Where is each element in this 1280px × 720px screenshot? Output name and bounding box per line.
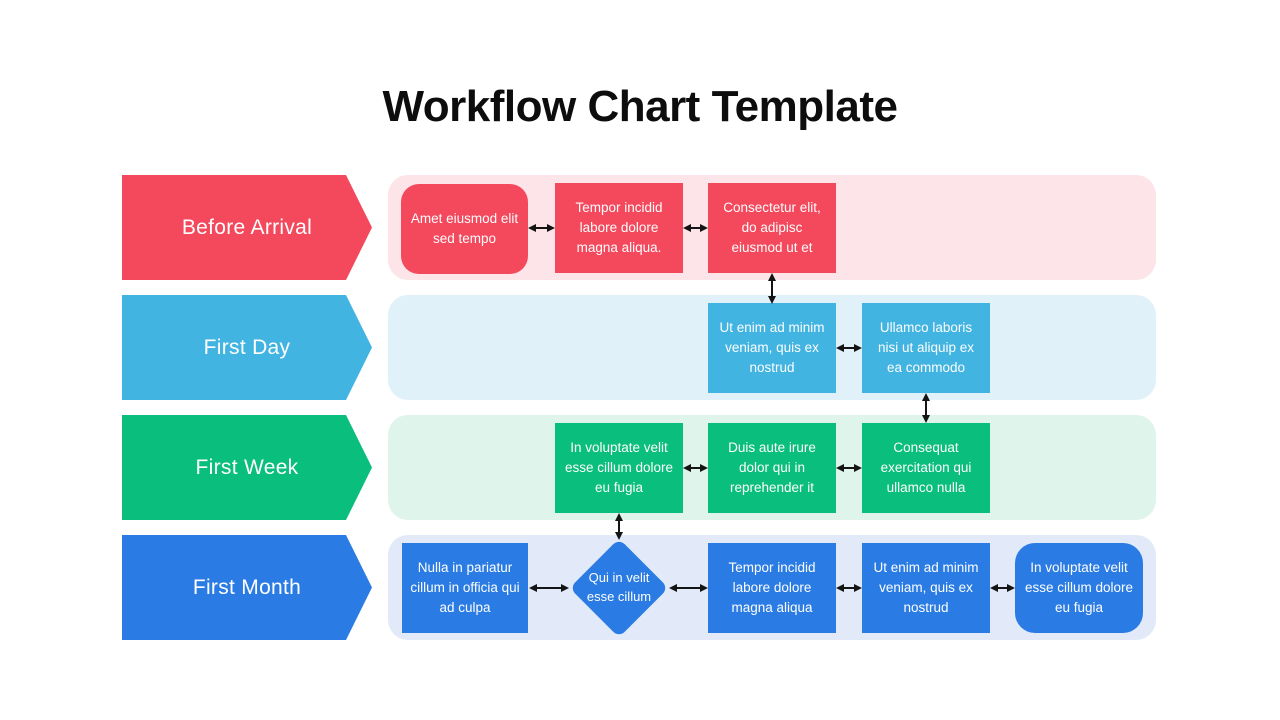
workflow-step: In voluptate velit esse cillum dolore eu… <box>1015 543 1143 633</box>
double-arrow-icon <box>683 463 708 472</box>
double-arrow-icon <box>836 463 862 472</box>
row-label-first-day: First Day <box>122 295 372 400</box>
workflow-step: In voluptate velit esse cillum dolore eu… <box>555 423 683 513</box>
double-arrow-icon <box>529 583 569 592</box>
workflow-step: Consequat exercitation qui ullamco nulla <box>862 423 990 513</box>
workflow-step: Tempor incidid labore dolore magna aliqu… <box>555 183 683 273</box>
workflow-step: Ut enim ad minim veniam, quis ex nostrud <box>862 543 990 633</box>
double-arrow-vertical-icon <box>767 273 776 304</box>
double-arrow-icon <box>836 583 862 592</box>
row-label-text: First Day <box>203 335 291 359</box>
workflow-step: Amet eiusmod elit sed tempo <box>401 184 528 274</box>
workflow-step: Ullamco laboris nisi ut aliquip ex ea co… <box>862 303 990 393</box>
workflow-step: Ut enim ad minim veniam, quis ex nostrud <box>708 303 836 393</box>
double-arrow-vertical-icon <box>614 513 623 540</box>
double-arrow-icon <box>528 223 555 232</box>
workflow-step: Nulla in pariatur cillum in officia qui … <box>402 543 528 633</box>
row-label-text: First Week <box>195 455 299 479</box>
double-arrow-icon <box>683 223 708 232</box>
double-arrow-icon <box>990 583 1015 592</box>
workflow-step: Tempor incidid labore dolore magna aliqu… <box>708 543 836 633</box>
row-label-first-month: First Month <box>122 535 372 640</box>
row-label-before-arrival: Before Arrival <box>122 175 372 280</box>
double-arrow-icon <box>669 583 708 592</box>
workflow-step: Duis aute irure dolor qui in reprehender… <box>708 423 836 513</box>
row-label-first-week: First Week <box>122 415 372 520</box>
row-label-text: Before Arrival <box>181 215 313 239</box>
double-arrow-icon <box>836 343 862 352</box>
double-arrow-vertical-icon <box>921 393 930 423</box>
page-title: Workflow Chart Template <box>382 82 898 131</box>
workflow-step: Qui in velit esse cillum <box>586 570 652 604</box>
workflow-step: Consectetur elit, do adipisc eiusmod ut … <box>708 183 836 273</box>
row-label-text: First Month <box>192 575 302 599</box>
